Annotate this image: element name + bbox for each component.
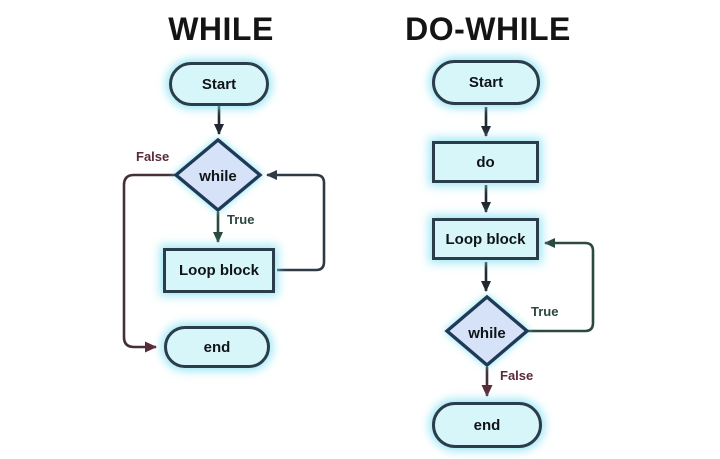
- dowhile-condition-label: while: [468, 324, 506, 342]
- while-end-node: end: [164, 326, 270, 368]
- dowhile-loop-block-label: Loop block: [445, 230, 526, 248]
- dowhile-start-node: Start: [432, 60, 540, 105]
- while-start-label: Start: [201, 75, 237, 93]
- dowhile-end-node: end: [432, 402, 542, 448]
- edge-while-false-to-end: [122, 173, 176, 353]
- dowhile-false-edge-label: False: [500, 368, 534, 383]
- while-true-edge-label: True: [227, 212, 255, 227]
- while-start-node: Start: [169, 62, 269, 106]
- diamond-shape: [173, 137, 263, 213]
- dowhile-true-edge-label: True: [531, 304, 559, 319]
- dowhile-chart-title: DO-WHILE: [405, 11, 571, 47]
- while-condition-node: while: [172, 137, 264, 215]
- while-condition-label: while: [199, 167, 237, 185]
- while-false-edge-label: False: [136, 149, 170, 164]
- while-end-label: end: [203, 338, 231, 356]
- dowhile-condition-node: while: [444, 294, 530, 372]
- dowhile-loop-block-node: Loop block: [432, 218, 539, 260]
- while-loop-block-label: Loop block: [179, 262, 259, 279]
- diamond-shape: [444, 294, 530, 368]
- edge-dowhile-true-loop-back: [528, 238, 595, 333]
- while-chart-title: WHILE: [168, 11, 274, 47]
- dowhile-end-label: end: [473, 416, 501, 434]
- dowhile-do-node: do: [432, 141, 539, 183]
- dowhile-start-label: Start: [468, 74, 504, 91]
- dowhile-do-label: do: [476, 153, 495, 171]
- while-loop-block-node: Loop block: [163, 248, 275, 293]
- edge-while-loop-back-to-condition: [266, 170, 326, 272]
